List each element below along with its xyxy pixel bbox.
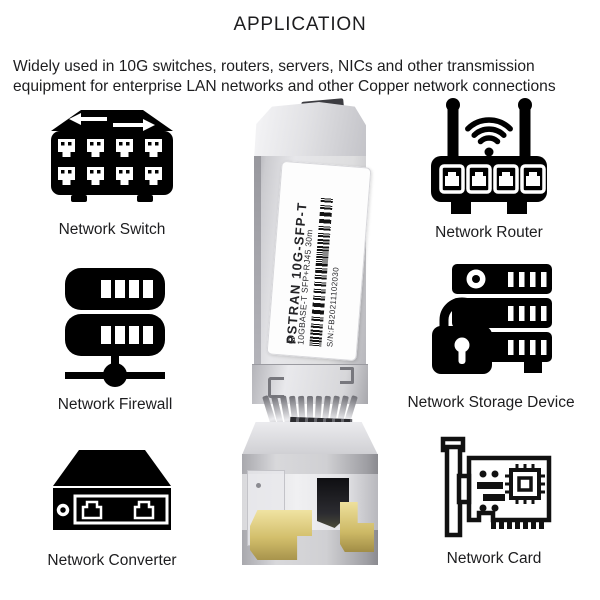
network-router-icon	[431, 98, 547, 214]
housing-top-face	[242, 422, 378, 455]
application-network-card: Network Card	[414, 436, 574, 568]
module-serial: S/N:FB20211102030	[324, 266, 341, 348]
application-network-converter: Network Converter	[36, 450, 188, 570]
description-line-1: Widely used in 10G switches, routers, se…	[13, 58, 535, 75]
network-storage-icon	[432, 264, 552, 374]
application-label: Network Switch	[58, 221, 166, 238]
description-line-2: equipment for enterprise LAN networks an…	[13, 77, 556, 95]
module-rj45-housing	[242, 422, 378, 565]
network-converter-icon	[53, 450, 171, 530]
application-label: Network Router	[435, 224, 543, 241]
module-top-cap	[254, 102, 366, 160]
module-body: ❂ PSTRAN 10G-SFP-T 10GBASE-T SFP+RJ45 30…	[254, 156, 372, 368]
application-network-router: Network Router	[410, 96, 568, 242]
network-card-icon	[440, 436, 552, 538]
description: Widely used in 10G switches, routers, se…	[13, 57, 595, 96]
page-title: APPLICATION	[233, 14, 367, 35]
application-network-storage-device: Network Storage Device	[407, 264, 575, 412]
application-label: Network Converter	[47, 552, 177, 569]
network-switch-icon	[51, 110, 173, 202]
network-firewall-icon	[65, 268, 165, 387]
application-network-firewall: Network Firewall	[40, 266, 190, 414]
application-label: Network Storage Device	[407, 394, 575, 411]
module-label-text: ❂ PSTRAN 10G-SFP-T 10GBASE-T SFP+RJ45 30…	[267, 163, 372, 359]
application-network-switch: Network Switch	[36, 110, 188, 239]
sfp-transceiver-photo: ❂ PSTRAN 10G-SFP-T 10GBASE-T SFP+RJ45 30…	[242, 98, 378, 568]
module-label: ❂ PSTRAN 10G-SFP-T 10GBASE-T SFP+RJ45 30…	[266, 160, 372, 362]
application-label: Network Card	[446, 550, 542, 567]
application-label: Network Firewall	[57, 396, 173, 413]
